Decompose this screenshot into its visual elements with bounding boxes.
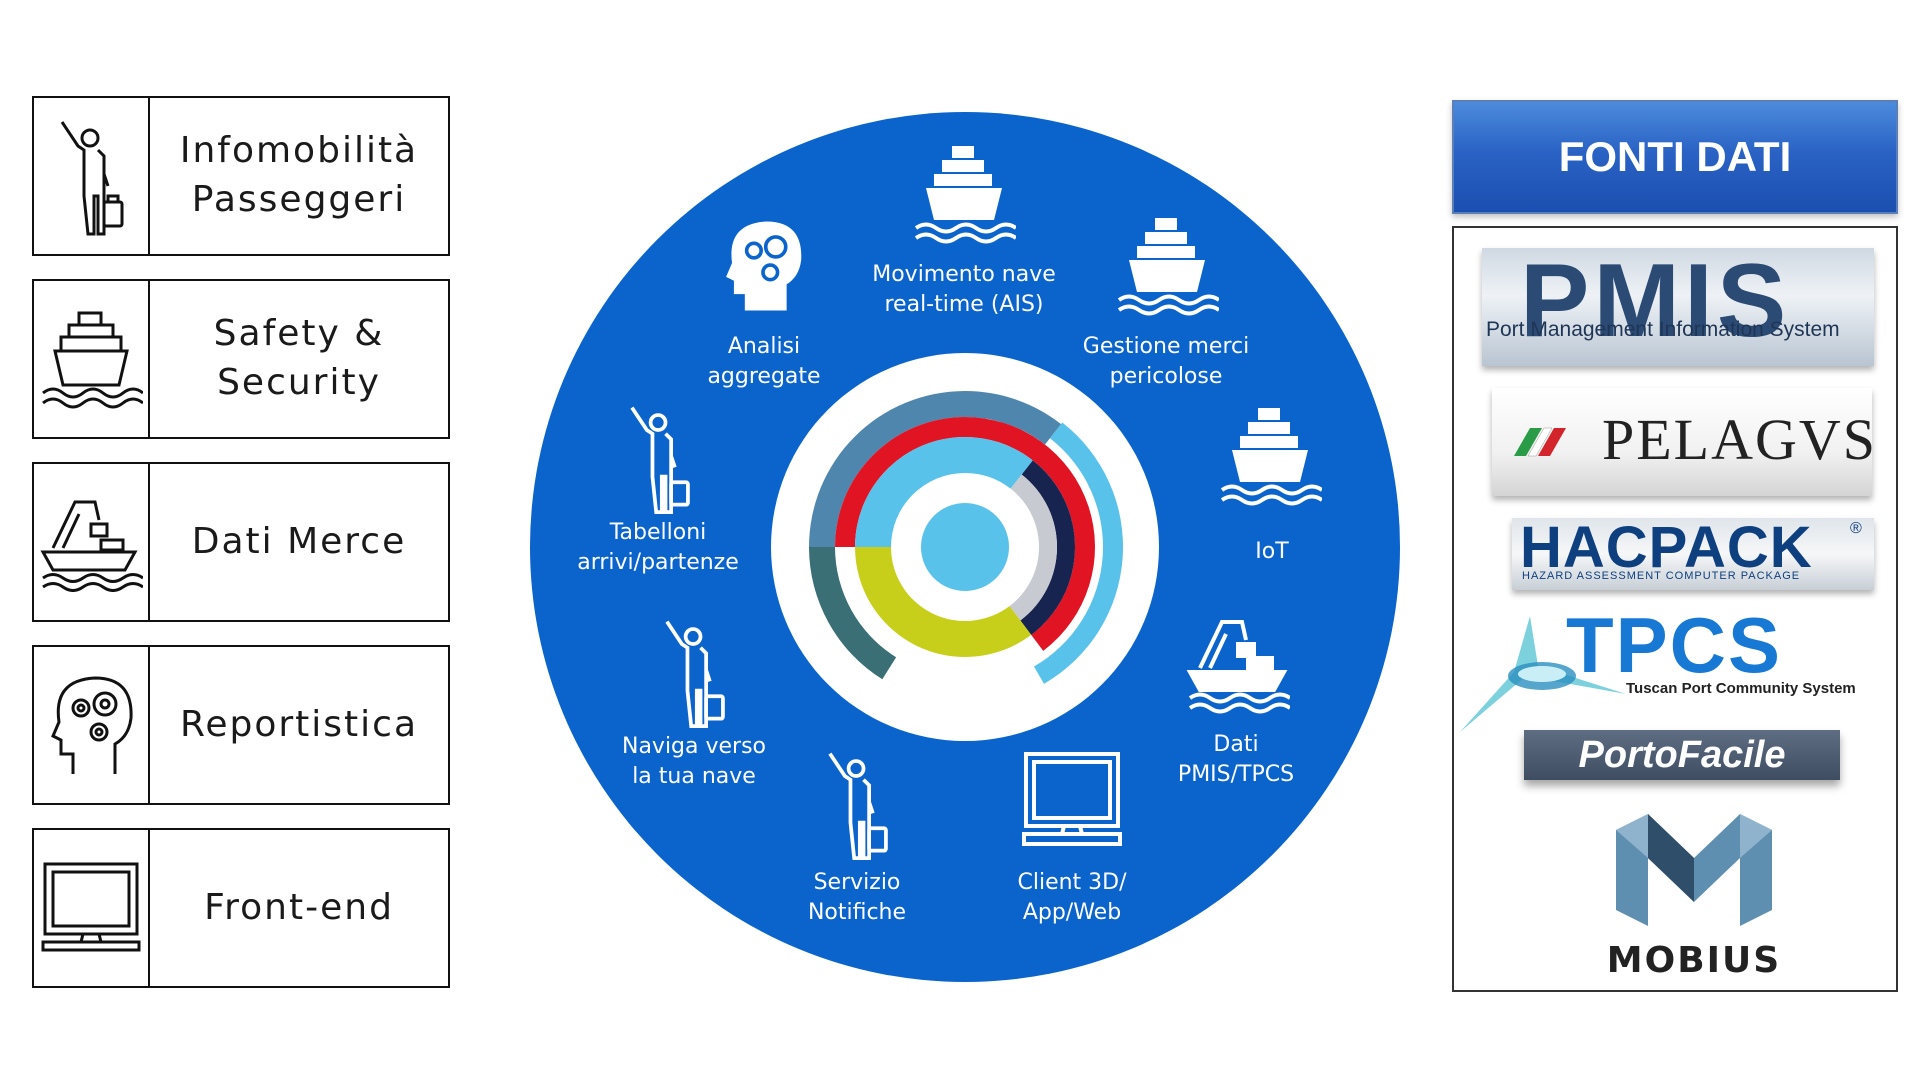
category-dati-merce: Dati Merce: [32, 462, 450, 622]
label-iot: IoT: [1255, 539, 1289, 564]
sources-box: PMIS Port Management Information System …: [1452, 226, 1898, 992]
category-infomobilita: Infomobilità Passeggeri: [32, 96, 450, 256]
ring-arc-outer-lightblue: [1034, 422, 1123, 684]
mobius-m-icon: [1616, 814, 1772, 926]
category-label: Reportistica: [179, 703, 419, 745]
brain-gears-icon: [726, 221, 802, 311]
monitor-icon: [34, 830, 150, 986]
category-label: Dati Merce: [191, 520, 407, 562]
portofacile-logo: PortoFacile: [1524, 730, 1840, 780]
label-analisi: Analisi aggregate: [707, 334, 821, 390]
cargo-crane-ship-icon: [1186, 620, 1290, 714]
ring-arc-teal: [809, 547, 897, 680]
ring-arc-grey: [1009, 474, 1057, 621]
ring-arc-lightblue-right: [965, 437, 1033, 489]
ring-arc-red-right: [965, 417, 1095, 651]
fonti-dati-header: FONTI DATI: [1452, 100, 1898, 214]
ring-arc-olive: [855, 547, 1032, 657]
services-circle: Movimento nave real-time (AIS) Gestione …: [530, 112, 1400, 982]
passenger-icon: [828, 752, 888, 860]
ring-arc-steel-left: [809, 391, 965, 547]
ring-arc-lightblue-left: [855, 437, 965, 547]
label-naviga: Naviga verso la tua nave: [621, 734, 767, 790]
cargo-crane-ship-icon: [34, 464, 150, 620]
coast-guard-flag-icon: [1514, 427, 1566, 457]
ship-icon: [34, 281, 150, 437]
category-reportistica: Reportistica: [32, 645, 450, 805]
category-label: Safety & Security: [213, 313, 385, 403]
category-safety: Safety & Security: [32, 279, 450, 439]
category-label: Infomobilità Passeggeri: [179, 130, 419, 220]
tpcs-logo: TPCS Tuscan Port Community System: [1454, 601, 1874, 732]
category-front-end: Front-end: [32, 828, 450, 988]
ship-icon: [1117, 218, 1219, 316]
category-label: Front-end: [204, 886, 394, 928]
hacpack-logo: HACPACK ® HAZARD ASSESSMENT COMPUTER PAC…: [1512, 515, 1874, 590]
label-servizio: Servizio Notifiche: [807, 870, 907, 926]
ring-arc-navy: [1020, 460, 1075, 635]
monitor-icon: [1022, 752, 1122, 846]
passenger-icon: [34, 98, 150, 254]
ring-arc-red-left: [835, 417, 965, 547]
ring-chart: [809, 391, 1123, 684]
passenger-icon: [665, 620, 725, 728]
passenger-icon: [630, 406, 690, 514]
pelagvs-logo: PELAGVS: [1492, 388, 1875, 496]
mobius-logo: MOBIUS: [1604, 806, 1784, 986]
label-gestione: Gestione merci pericolose: [1082, 334, 1250, 390]
ring-arc-steel-right: [965, 391, 1062, 445]
ship-icon: [914, 146, 1016, 244]
label-movimento: Movimento nave real-time (AIS): [872, 262, 1056, 318]
ship-icon: [1220, 408, 1322, 506]
brain-gears-icon: [34, 647, 150, 803]
label-client: Client 3D/ App/Web: [1017, 870, 1127, 926]
pmis-logo: PMIS Port Management Information System: [1482, 243, 1874, 366]
label-dati: Dati PMIS/TPCS: [1177, 732, 1295, 788]
center-dot: [921, 503, 1009, 591]
label-tabelloni: Tabelloni arrivi/partenze: [577, 520, 739, 576]
tpcs-swoosh-icon: [1460, 616, 1626, 732]
